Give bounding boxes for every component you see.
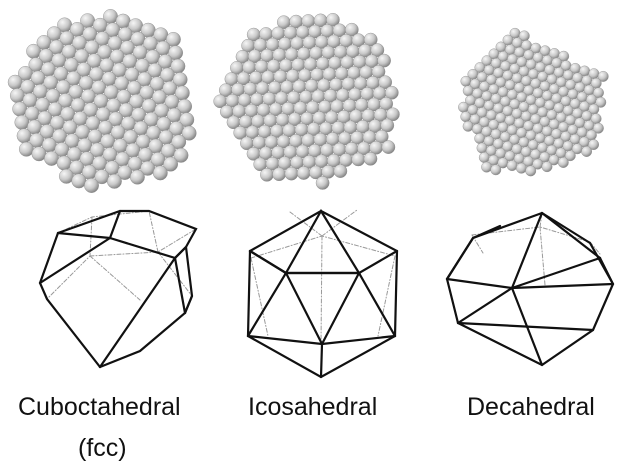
atom-sphere [507,160,517,170]
decahedral-sphere-cluster [458,28,608,176]
atom-sphere [130,170,144,184]
atom-sphere [581,146,591,156]
atom-sphere [8,75,22,89]
atom-sphere [463,86,473,96]
atom-sphere [13,102,27,116]
atom-sphere [107,174,121,188]
atom-sphere [17,129,31,143]
cuboctahedral-sphere-cluster [8,9,196,192]
icosahedral-label: Icosahedral [248,395,377,420]
atom-sphere [364,152,377,165]
atom-sphere [84,178,98,192]
cuboctahedral-label: Cuboctahedral [18,395,181,420]
decahedron-wireframe [447,213,613,365]
atom-sphere [297,166,310,179]
atom-sphere [72,174,86,188]
atom-sphere [479,152,489,162]
atom-sphere [352,153,365,166]
cuboctahedron-wireframe [40,211,196,367]
atom-sphere [153,166,167,180]
atom-sphere [461,112,471,122]
atom-sphere [285,167,298,180]
atom-sphere [516,163,526,173]
atom-sphere [44,151,58,165]
atom-sphere [542,162,552,172]
atom-sphere [59,169,73,183]
atom-sphere [491,165,501,175]
icosahedral-sphere-cluster [214,13,400,189]
atom-sphere [32,147,46,161]
atom-sphere [472,124,482,134]
atom-sphere [458,102,468,112]
atom-sphere [477,143,487,153]
atom-sphere [19,142,33,156]
atom-sphere [57,156,71,170]
atom-sphere [273,168,286,181]
atom-sphere [26,44,40,58]
icosahedron-wireframe [248,210,397,377]
atom-sphere [461,76,471,86]
decahedral-label: Decahedral [467,395,595,420]
atom-sphere [481,162,491,172]
atom-sphere [334,165,347,178]
atom-sphere [558,157,568,167]
atom-sphere [260,168,273,181]
atom-sphere [475,133,485,143]
atom-sphere [10,88,24,102]
atom-sphere [316,176,329,189]
atom-sphere [15,115,29,129]
atom-sphere [463,121,473,131]
atom-sphere [382,141,395,154]
atom-sphere [526,166,536,176]
fcc-sublabel: (fcc) [78,436,127,461]
